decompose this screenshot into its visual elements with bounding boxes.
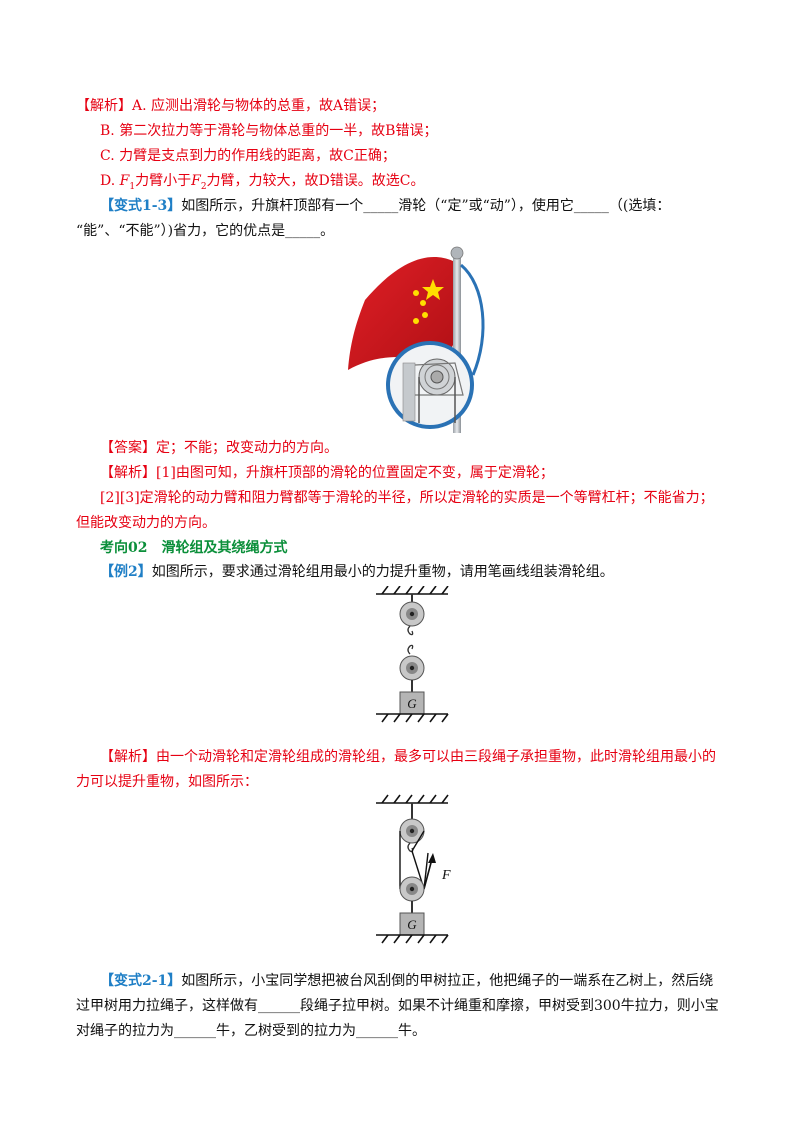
ground [376, 934, 449, 944]
variant-2-1-line3: 对绳子的拉力为______牛，乙树受到的拉力为______牛。 [76, 1023, 426, 1039]
ground [376, 713, 449, 723]
ceiling [376, 586, 449, 595]
answer-1-3: 【答案】定；不能；改变动力的方向。 [100, 440, 338, 456]
weight-label: G [407, 696, 417, 711]
flag-stars-icon [413, 279, 444, 324]
movable-pulley-icon [399, 655, 425, 681]
fixed-pulley-icon [399, 818, 425, 844]
flag-pole-figure [348, 246, 485, 433]
analysis-1-3-line2: [2][3]定滑轮的动力臂和阻力臂都等于滑轮的半径，所以定滑轮的实质是一个等臂杠… [100, 490, 714, 506]
variant-1-3-question: 【变式1-3】如图所示，升旗杆顶部有一个_____滑轮（“定”或“动”），使用它… [100, 198, 671, 214]
movable-pulley-icon [399, 876, 425, 902]
ceiling [376, 794, 449, 804]
force-arrow-icon [423, 853, 436, 890]
rope-curve [460, 263, 485, 376]
pulley-detail-icon [402, 358, 464, 423]
analysis-1-3-line3: 但能改变动力的方向。 [76, 515, 216, 531]
analysis-line-a: 【解析】A. 应测出滑轮与物体的总重，故A错误； [76, 98, 386, 114]
variant-1-3-question-cont: “能”、“不能”）)省力，它的优点是_____。 [76, 223, 335, 239]
weight-label: G [407, 917, 417, 932]
force-label: F [441, 868, 451, 883]
analysis-2-line2: 力可以提升重物，如图所示： [76, 774, 258, 790]
analysis-line-c: C. 力臂是支点到力的作用线的距离，故C正确； [100, 148, 396, 164]
example-2-question: 【例2】如图所示，要求通过滑轮组用最小的力提升重物，请用笔画线组装滑轮组。 [100, 564, 614, 580]
flag-pole [453, 253, 461, 433]
variant-label: 【变式2-1】 [100, 973, 182, 989]
analysis-line-b: B. 第二次拉力等于滑轮与物体总重的一半，故B错误； [100, 123, 438, 139]
pole-top-ball [450, 246, 464, 260]
analysis-label: 【解析】 [76, 98, 132, 114]
pulley-figure-assembled: F G [376, 794, 451, 944]
analysis-label: 【解析】 [100, 749, 156, 765]
example-label: 【例2】 [100, 564, 152, 580]
analysis-1-3-line1: 【解析】[1]由图可知，升旗杆顶部的滑轮的位置固定不变，属于定滑轮； [100, 465, 554, 481]
pulley-figure-unassembled: G [376, 586, 449, 723]
variant-2-1-line2: 过甲树用力拉绳子，这样做有______段绳子拉甲树。如果不计绳重和摩擦，甲树受到… [76, 998, 719, 1014]
answer-label: 【答案】 [100, 440, 156, 456]
analysis-label: 【解析】 [100, 465, 156, 481]
variant-2-1-line1: 【变式2-1】如图所示，小宝同学想把被台风刮倒的甲树拉正，他把绳子的一端系在乙树… [100, 973, 714, 989]
section-heading: 考向02 滑轮组及其绕绳方式 [100, 540, 288, 556]
fixed-pulley-icon [399, 601, 425, 627]
analysis-2-line1: 【解析】由一个动滑轮和定滑轮组成的滑轮组，最多可以由三段绳子承担重物，此时滑轮组… [100, 749, 716, 765]
analysis-line-d: D. F1力臂小于F2力臂，力较大，故D错误。故选C。 [100, 173, 425, 192]
variant-label: 【变式1-3】 [100, 198, 182, 214]
